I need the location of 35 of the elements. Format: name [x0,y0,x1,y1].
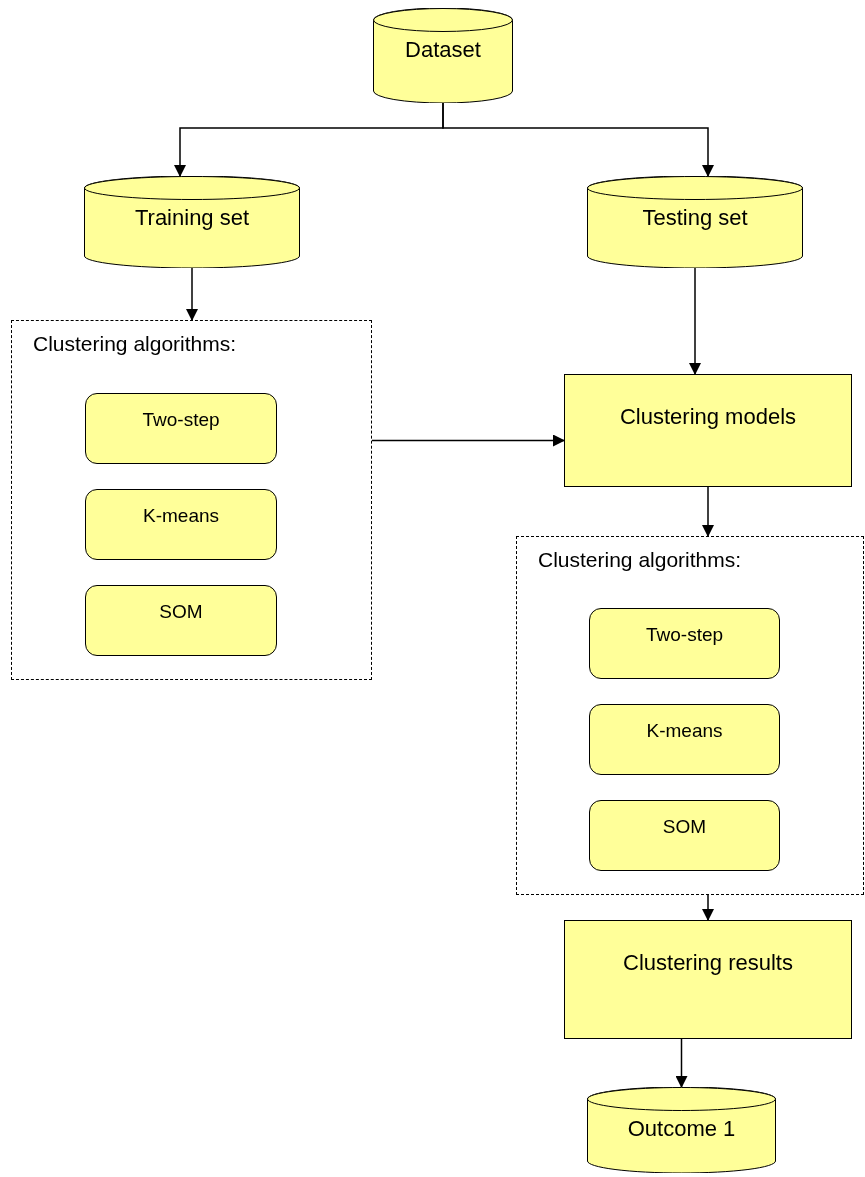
node-label: K-means [646,719,723,743]
database-cylinder [84,176,300,268]
rounded-process-box [85,585,277,656]
database-cylinder [373,8,513,103]
arrow [186,267,198,321]
node-label: Two-step [142,408,220,432]
node-label: Outcome 1 [627,1115,736,1143]
arrow [689,267,701,375]
arrow [702,486,714,537]
node-label: Clustering algorithms: [33,332,237,355]
node-label: SOM [662,815,707,839]
database-cylinder [587,176,803,268]
node-label: K-means [143,504,219,528]
node-label: Training set [134,204,250,232]
process-box [564,920,852,1039]
rounded-process-box [85,489,277,560]
node-label: Testing set [642,204,748,232]
node-label: Two-step [645,623,724,647]
database-cylinder [587,1087,776,1173]
node-label: Clustering models [619,403,797,431]
dashed-group-box [11,320,372,680]
rounded-process-box [85,393,277,464]
arrow [702,894,714,921]
rounded-process-box [589,704,780,775]
rounded-process-box [589,608,780,679]
dashed-group-box [516,536,864,895]
arrow [371,434,565,447]
arrow [675,1038,688,1088]
node-label: Clustering results [623,949,793,977]
node-label: Clustering algorithms: [538,548,742,571]
node-label: SOM [159,600,203,624]
node-label: Dataset [405,36,481,64]
arrow [442,102,714,177]
process-box [564,374,852,487]
rounded-process-box [589,800,780,871]
